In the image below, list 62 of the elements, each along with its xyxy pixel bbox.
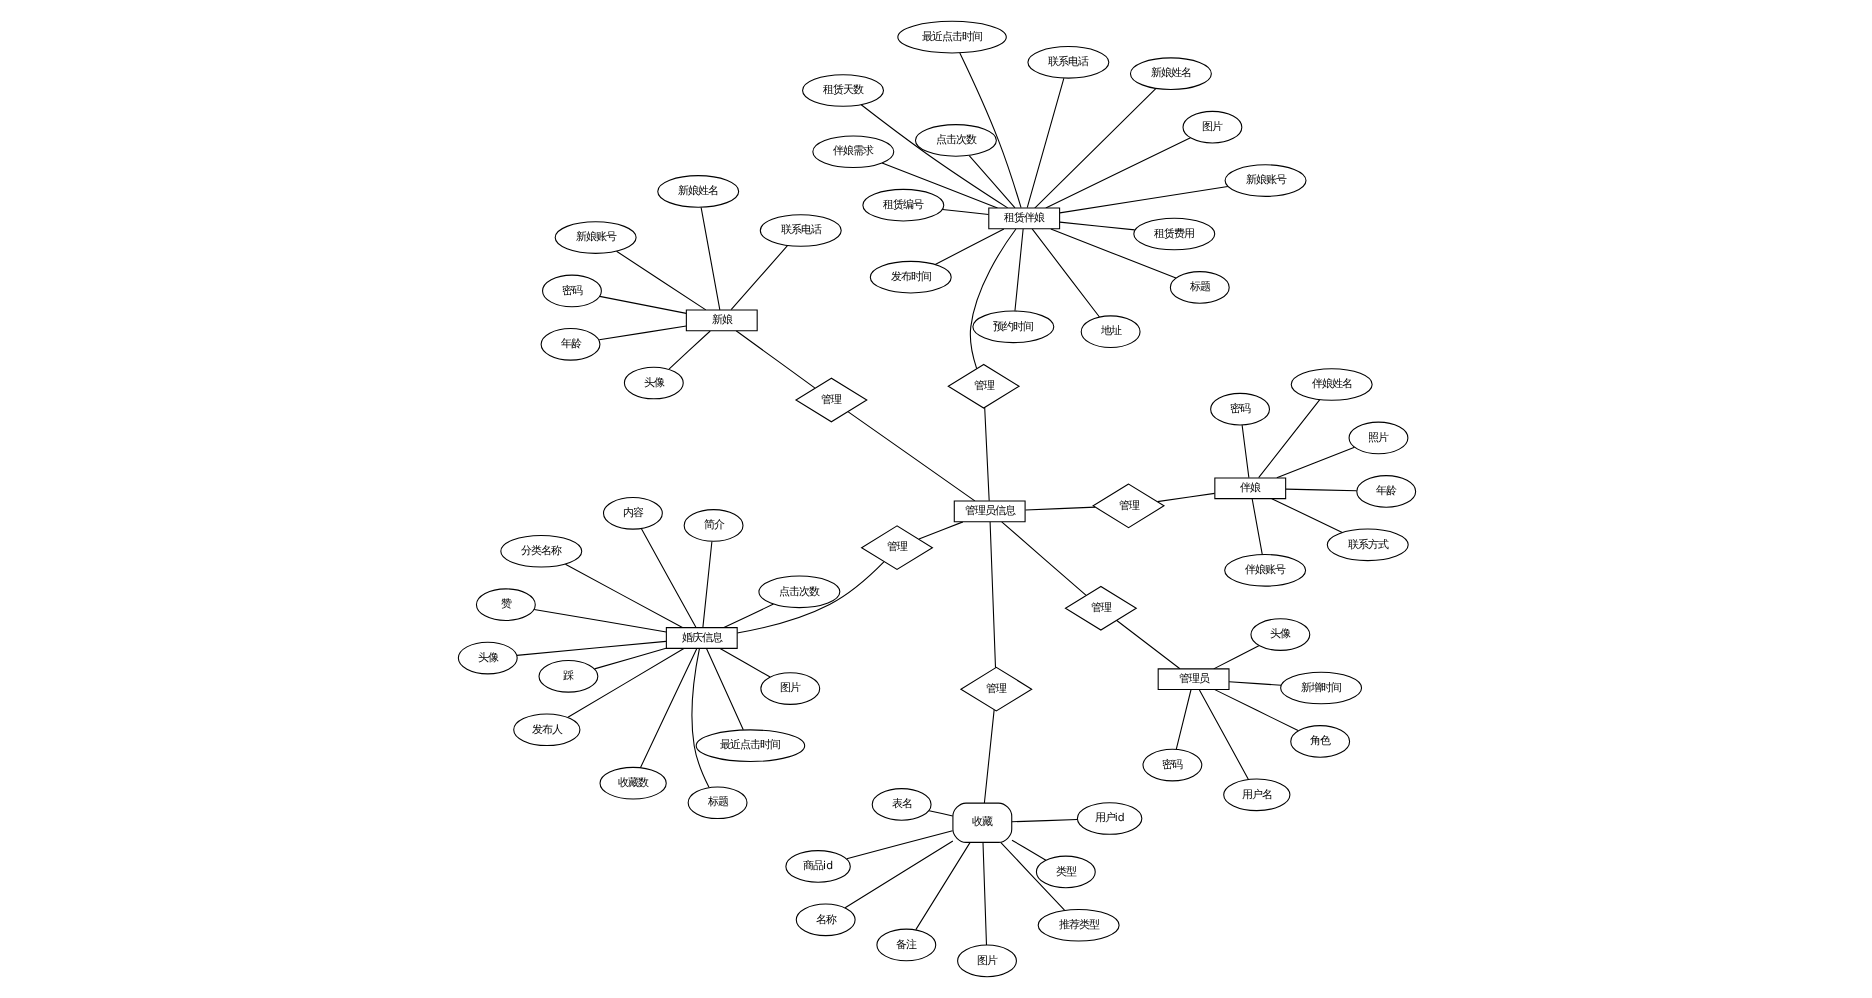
connector — [1058, 221, 1135, 231]
connector — [1174, 689, 1191, 750]
connector — [1240, 424, 1249, 479]
connector — [958, 52, 1021, 209]
connector — [1213, 689, 1298, 732]
connector — [667, 330, 710, 370]
connector — [1212, 645, 1259, 670]
connector — [968, 228, 1016, 370]
connector — [638, 647, 697, 769]
connector — [639, 527, 696, 628]
connector — [598, 295, 686, 314]
connector — [999, 841, 1065, 911]
connector — [566, 647, 684, 718]
connector — [880, 162, 998, 209]
connector — [563, 563, 682, 629]
connector — [729, 245, 787, 311]
connector — [1013, 228, 1023, 312]
connector — [614, 250, 706, 311]
connector — [1284, 488, 1357, 492]
connector — [1023, 506, 1095, 511]
connector — [1270, 498, 1342, 534]
connector — [940, 208, 989, 216]
connector — [1257, 399, 1320, 479]
connector — [1025, 77, 1064, 209]
connector — [1000, 521, 1086, 596]
connector — [722, 603, 774, 629]
connector — [983, 406, 989, 502]
connector — [699, 206, 720, 311]
connector — [701, 541, 712, 629]
connector — [1250, 498, 1262, 555]
connector — [967, 155, 1015, 209]
connector — [1155, 492, 1215, 503]
connector — [734, 330, 815, 389]
connector — [914, 841, 970, 931]
connector — [917, 521, 963, 540]
connector — [1058, 185, 1228, 214]
connector — [1010, 839, 1046, 861]
connector — [532, 608, 666, 633]
connector — [690, 647, 709, 788]
connector — [1049, 228, 1176, 279]
connector — [1010, 819, 1077, 823]
connector — [1033, 88, 1156, 209]
connector — [845, 830, 953, 860]
connector — [982, 709, 994, 804]
connector — [735, 561, 884, 634]
connector — [843, 840, 953, 909]
connector — [933, 228, 1004, 266]
connector — [718, 647, 770, 678]
connector — [1115, 619, 1180, 670]
connector — [1044, 137, 1191, 209]
connector — [859, 104, 1008, 209]
connector — [1197, 689, 1248, 781]
connector — [927, 810, 953, 817]
connector — [515, 640, 666, 656]
connector — [705, 648, 743, 731]
connector — [988, 521, 996, 669]
connector — [592, 647, 666, 670]
connector — [597, 325, 686, 341]
connector — [1227, 681, 1281, 686]
connector — [1030, 228, 1099, 318]
connector — [981, 842, 987, 946]
connector — [846, 411, 975, 502]
